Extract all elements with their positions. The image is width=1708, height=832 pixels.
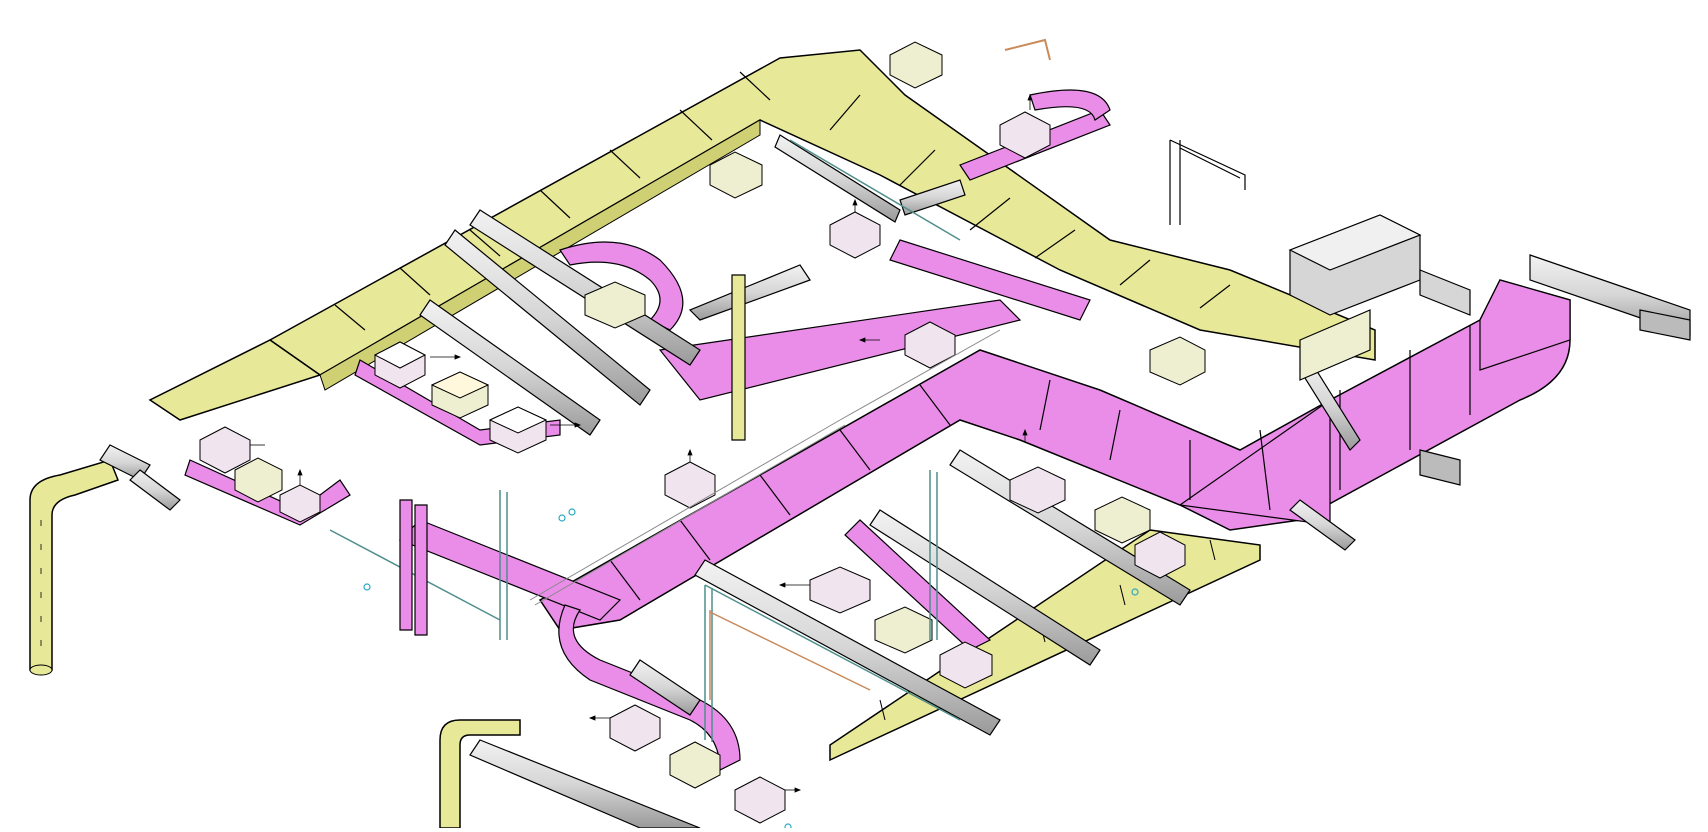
terminal-box-18 [669,741,721,789]
round-ducts [99,134,1691,829]
terminal-box-23 [664,461,716,509]
diffuser-markers [363,508,1139,831]
terminal-box-4 [584,281,646,329]
terminal-box-14 [809,566,871,614]
terminal-box-6 [829,211,881,259]
supply-riser-bottom [439,719,521,829]
small-pipes [329,38,1051,742]
terminal-box-7 [999,111,1051,159]
airflow-arrows [250,93,1033,793]
terminal-box-3 [488,406,548,454]
air-handling-unit [1288,214,1691,486]
terminal-box-16 [939,641,993,689]
terminal-box-21 [234,457,283,503]
terminal-box-5 [709,151,763,199]
terminal-box-11 [1009,466,1066,514]
terminal-box-19 [734,776,786,824]
terminal-box-17 [609,704,661,752]
return-risers [399,274,746,636]
return-trunk-main [538,279,1571,631]
terminal-box-15 [874,606,933,654]
terminal-box-13 [1134,531,1186,579]
terminal-box-1 [373,341,427,389]
supply-riser-left [29,459,119,676]
terminal-box-10 [1149,336,1206,386]
terminal-boxes [199,41,1206,824]
terminal-box-20 [199,426,251,474]
terminal-box-12 [1094,496,1151,544]
terminal-box-2 [430,371,490,419]
supply-pipe-loop [1169,139,1246,225]
terminal-box-8 [889,41,943,89]
